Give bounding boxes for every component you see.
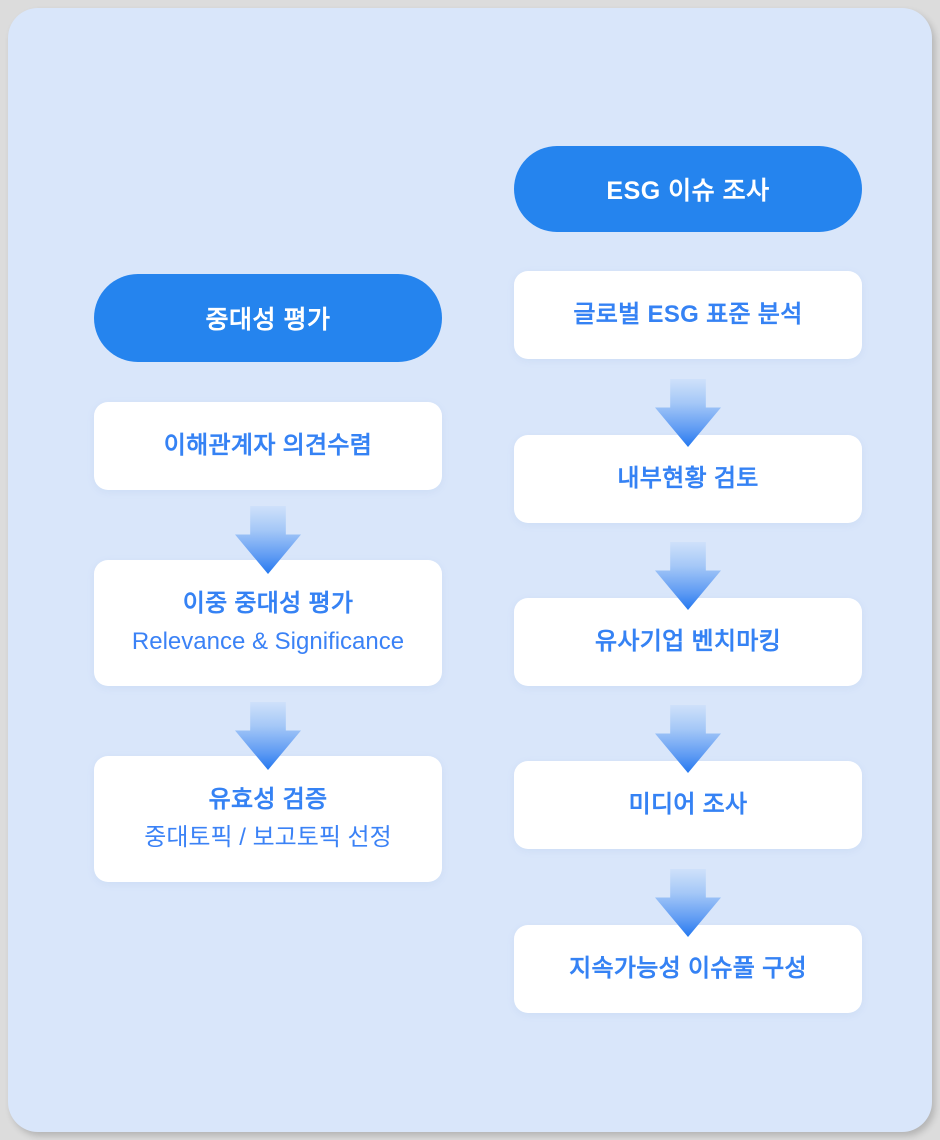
step-internal-status-review: 내부현황 검토: [514, 435, 862, 523]
pill-label: ESG 이슈 조사: [606, 177, 770, 205]
step-media-research: 미디어 조사: [514, 761, 862, 849]
step-title: 유사기업 벤치마킹: [594, 627, 781, 655]
column-esg-issue-survey: ESG 이슈 조사 글로벌 ESG 표준 분석 내부현황 검토 유사기업 벤치마…: [514, 8, 862, 1132]
step-double-materiality: 이중 중대성 평가 Relevance & Significance: [94, 560, 442, 686]
step-title: 유효성 검증: [208, 785, 328, 813]
step-global-esg-standards: 글로벌 ESG 표준 분석: [514, 271, 862, 359]
step-title: 이해관계자 의견수렴: [163, 431, 373, 459]
step-title: 미디어 조사: [628, 790, 748, 818]
step-title: 내부현황 검토: [617, 464, 759, 492]
step-subtitle: Relevance & Significance: [131, 627, 405, 655]
step-sustainability-issue-pool: 지속가능성 이슈풀 구성: [514, 925, 862, 1013]
step-subtitle: 중대토픽 / 보고토픽 선정: [144, 823, 392, 851]
step-validity-verification: 유효성 검증 중대토픽 / 보고토픽 선정: [94, 756, 442, 882]
step-peer-benchmarking: 유사기업 벤치마킹: [514, 598, 862, 686]
step-title: 지속가능성 이슈풀 구성: [569, 954, 807, 982]
step-title: 글로벌 ESG 표준 분석: [573, 300, 803, 328]
diagram-card: 중대성 평가 이해관계자 의견수렴 이중 중대성 평가 Relevance & …: [8, 8, 932, 1132]
pill-esg-issue-survey: ESG 이슈 조사: [514, 146, 862, 232]
step-title: 이중 중대성 평가: [182, 589, 354, 617]
step-stakeholder-opinion: 이해관계자 의견수렴: [94, 402, 442, 490]
column-materiality-assessment: 중대성 평가 이해관계자 의견수렴 이중 중대성 평가 Relevance & …: [94, 8, 442, 1132]
pill-label: 중대성 평가: [205, 306, 331, 334]
pill-materiality-assessment: 중대성 평가: [94, 274, 442, 362]
